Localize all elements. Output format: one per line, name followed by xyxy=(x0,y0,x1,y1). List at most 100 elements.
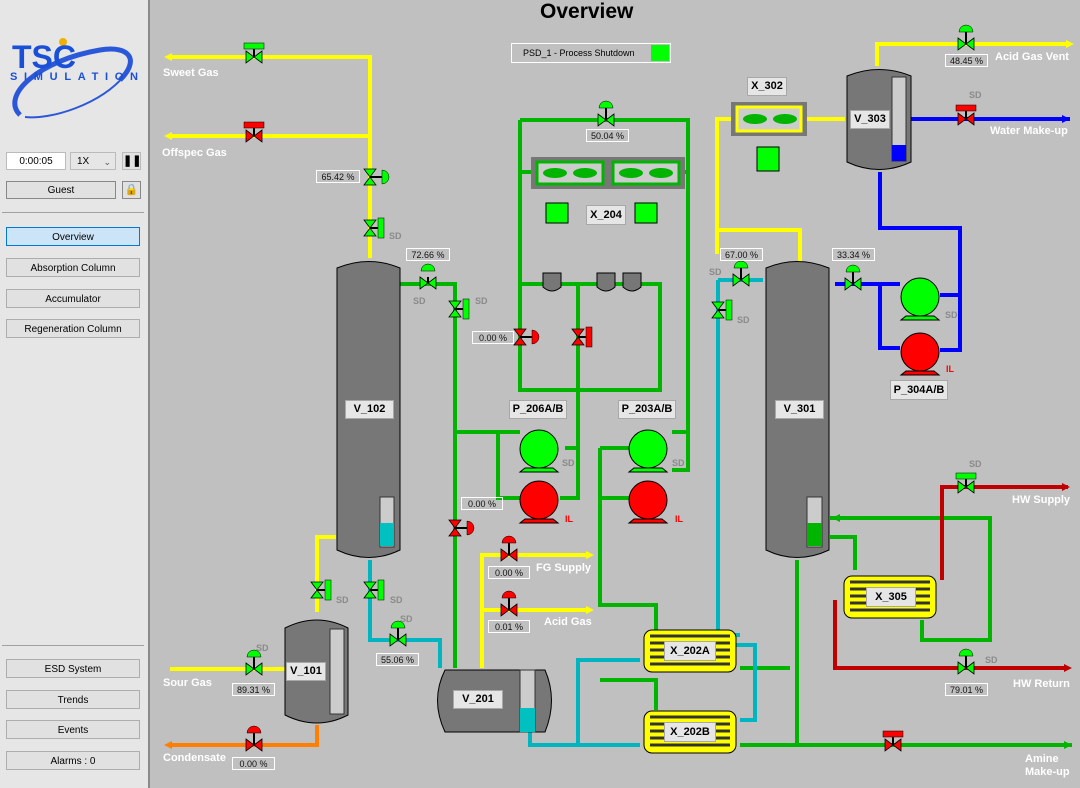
stream-fg-supply: FG Supply xyxy=(536,562,591,574)
sd-flag: SD xyxy=(390,595,403,605)
sim-time-display: 0:00:05 xyxy=(6,152,66,170)
valve-condensate xyxy=(245,725,263,752)
divider xyxy=(2,212,144,213)
tag-x305[interactable]: X_305 xyxy=(866,587,916,607)
pump-p206a xyxy=(518,429,560,473)
valve-opening-fg-supply: 0.00 % xyxy=(488,566,530,579)
tag-x204[interactable]: X_204 xyxy=(586,205,626,225)
tag-x302[interactable]: X_302 xyxy=(747,77,787,96)
valve-opening-p206-recycle: 0.00 % xyxy=(472,331,514,344)
nav-regeneration-column[interactable]: Regeneration Column xyxy=(6,319,140,338)
tag-v303[interactable]: V_303 xyxy=(850,110,890,129)
stream-sour-gas: Sour Gas xyxy=(163,677,212,689)
lean-amine-lines xyxy=(400,118,1072,747)
valve-opening-condensate: 0.00 % xyxy=(232,757,275,770)
stream-amine-makeup-2: Make-up xyxy=(1025,766,1070,778)
filters xyxy=(542,272,642,292)
sd-flag: SD xyxy=(709,267,722,277)
valve-v102-lean-feed xyxy=(419,263,437,290)
nav-overview[interactable]: Overview xyxy=(6,227,140,246)
valve-hw-return xyxy=(957,648,975,675)
stream-acid-gas: Acid Gas xyxy=(544,616,592,628)
valve-fg-supply xyxy=(500,535,518,562)
nav-accumulator[interactable]: Accumulator xyxy=(6,289,140,308)
valves[interactable] xyxy=(243,24,977,752)
sd-flag: SD xyxy=(389,231,402,241)
sidebar: TSC SIMULATION 0:00:05 1X⌄ ❚❚ Guest 🔒 Ov… xyxy=(0,0,150,788)
nav-absorption-column[interactable]: Absorption Column xyxy=(6,258,140,277)
stream-amine-makeup: Amine xyxy=(1025,753,1059,765)
lock-icon: 🔒 xyxy=(124,184,139,196)
flow-arrows xyxy=(164,40,1074,749)
valve-opening-v102-lean-feed: 72.66 % xyxy=(406,248,450,261)
il-flag: IL xyxy=(946,364,954,374)
sd-flag: SD xyxy=(413,296,426,306)
nav-trends[interactable]: Trends xyxy=(6,690,140,709)
user-login-button[interactable]: Guest xyxy=(6,181,116,199)
stream-hw-return: HW Return xyxy=(1013,678,1070,690)
water-lines xyxy=(835,117,1070,352)
valve-v102-bottoms xyxy=(389,620,407,647)
chevron-down-icon: ⌄ xyxy=(103,157,111,167)
lock-button[interactable]: 🔒 xyxy=(122,181,141,199)
valve-lean-feed-sd xyxy=(448,298,470,320)
pump-p203b xyxy=(627,480,669,524)
psd-status-panel[interactable]: PSD_1 - Process Shutdown xyxy=(511,43,671,63)
tag-v201[interactable]: V_201 xyxy=(453,690,503,709)
valve-v102-bottoms-sd xyxy=(363,579,385,601)
tag-p206[interactable]: P_206A/B xyxy=(509,400,567,419)
valve-lean-return xyxy=(448,519,475,537)
page-title: Overview xyxy=(540,0,634,23)
valve-opening-acid-gas-vent: 48.45 % xyxy=(945,54,988,67)
valve-opening-v102-bottoms: 55.06 % xyxy=(376,653,419,666)
tag-v301[interactable]: V_301 xyxy=(775,400,824,419)
pumps[interactable] xyxy=(518,277,941,524)
nav-esd-system[interactable]: ESD System xyxy=(6,659,140,678)
valve-filter-sd xyxy=(571,326,593,348)
valve-opening-v301-feed: 67.00 % xyxy=(720,248,763,261)
nav-alarms[interactable]: Alarms : 0 xyxy=(6,751,140,770)
tag-p304[interactable]: P_304A/B xyxy=(890,380,948,400)
sd-flag: SD xyxy=(985,655,998,665)
sim-speed-value: 1X xyxy=(77,156,90,167)
sd-flag: SD xyxy=(256,643,269,653)
pump-p203a xyxy=(627,429,669,473)
stream-hw-supply: HW Supply xyxy=(1012,494,1071,506)
tag-v101[interactable]: V_101 xyxy=(286,662,326,681)
tag-x202a[interactable]: X_202A xyxy=(664,641,716,661)
stream-water-makeup: Water Make-up xyxy=(990,125,1068,137)
pump-p304b xyxy=(899,332,941,376)
il-flag: IL xyxy=(675,514,683,524)
il-flag: IL xyxy=(565,514,573,524)
valve-opening-cooler-bypass: 50.04 % xyxy=(586,129,629,142)
stream-acid-gas-vent: Acid Gas Vent xyxy=(995,51,1069,63)
pause-icon: ❚❚ xyxy=(123,155,142,167)
air-cooler-x204b[interactable] xyxy=(607,157,685,224)
tag-v102[interactable]: V_102 xyxy=(345,400,394,419)
gas-lines xyxy=(170,42,1070,671)
air-cooler-x204a[interactable] xyxy=(531,157,609,224)
tag-x202b[interactable]: X_202B xyxy=(664,722,716,742)
pump-p304a xyxy=(899,277,941,321)
stream-sweet-gas: Sweet Gas xyxy=(163,67,219,79)
nav-events[interactable]: Events xyxy=(6,720,140,739)
psd-label: PSD_1 - Process Shutdown xyxy=(523,48,635,58)
sim-speed-select[interactable]: 1X ⌄ xyxy=(70,152,116,170)
air-cooler-x302[interactable] xyxy=(731,102,807,172)
valve-opening-v303-reflux: 33.34 % xyxy=(832,248,875,261)
sd-flag: SD xyxy=(969,459,982,469)
valve-hw-supply xyxy=(955,472,977,494)
valve-water-makeup xyxy=(955,104,977,126)
valve-opening-v102-overhead: 65.42 % xyxy=(316,170,360,183)
hot-water-lines xyxy=(833,485,1068,670)
sd-flag: SD xyxy=(336,595,349,605)
valve-opening-lean-return: 0.00 % xyxy=(461,497,503,510)
valve-cooler-bypass xyxy=(597,100,615,127)
sd-flag: SD xyxy=(737,315,750,325)
rich-amine-lines xyxy=(368,278,763,747)
sd-flag: SD xyxy=(672,458,685,468)
pause-button[interactable]: ❚❚ xyxy=(122,152,141,170)
valve-sour-gas xyxy=(245,649,263,676)
tag-p203[interactable]: P_203A/B xyxy=(618,400,676,419)
stream-offspec-gas: Offspec Gas xyxy=(162,147,227,159)
